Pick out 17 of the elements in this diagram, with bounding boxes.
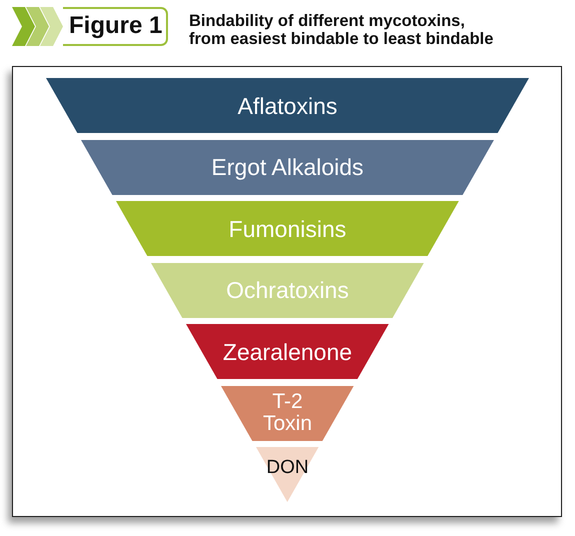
funnel-band	[221, 386, 354, 440]
funnel-band	[186, 324, 389, 379]
band-label: Fumonisins	[228, 216, 346, 242]
funnel-band	[81, 140, 494, 194]
funnel-band	[46, 78, 529, 133]
funnel-band	[256, 447, 319, 502]
band-label: T-2 Toxin	[262, 391, 313, 435]
funnel-band	[116, 201, 459, 256]
figure-title: Bindability of different mycotoxins, from easiest bindable to least bindable	[189, 12, 494, 48]
funnel-band	[151, 262, 424, 318]
band-label: Aflatoxins	[238, 92, 338, 118]
figure-number: Figure 1	[69, 12, 162, 40]
band-label: DON	[266, 457, 309, 479]
band-label: Ergot Alkaloids	[211, 154, 364, 180]
band-label: Ochratoxins	[226, 277, 349, 303]
figure-tag	[63, 7, 168, 46]
band-label: Zearalenone	[222, 338, 352, 364]
